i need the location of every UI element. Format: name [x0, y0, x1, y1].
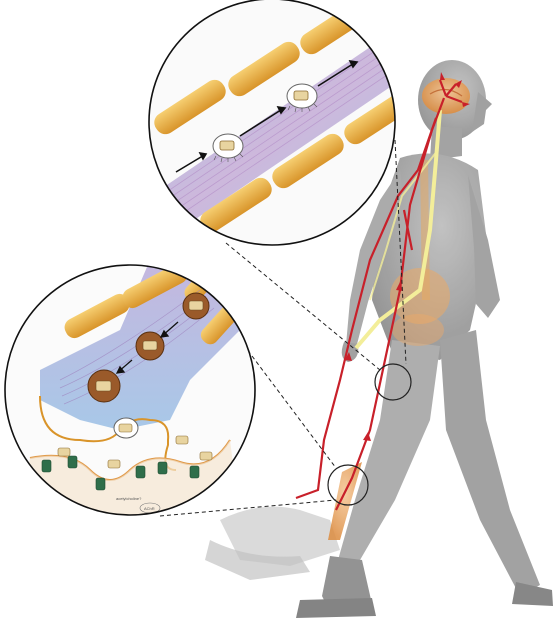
- svg-text:acetylcholine?: acetylcholine?: [116, 496, 142, 501]
- terminal-vesicle-2: [136, 332, 164, 360]
- terminal-vesicle-1: [183, 293, 209, 319]
- terminal-vesicle-3: [88, 370, 120, 402]
- nerve-terminal-inset: acetylcholine? AChR: [0, 249, 260, 520]
- terminal-vesicle-4: [114, 418, 138, 438]
- svg-text:AChR: AChR: [144, 506, 155, 511]
